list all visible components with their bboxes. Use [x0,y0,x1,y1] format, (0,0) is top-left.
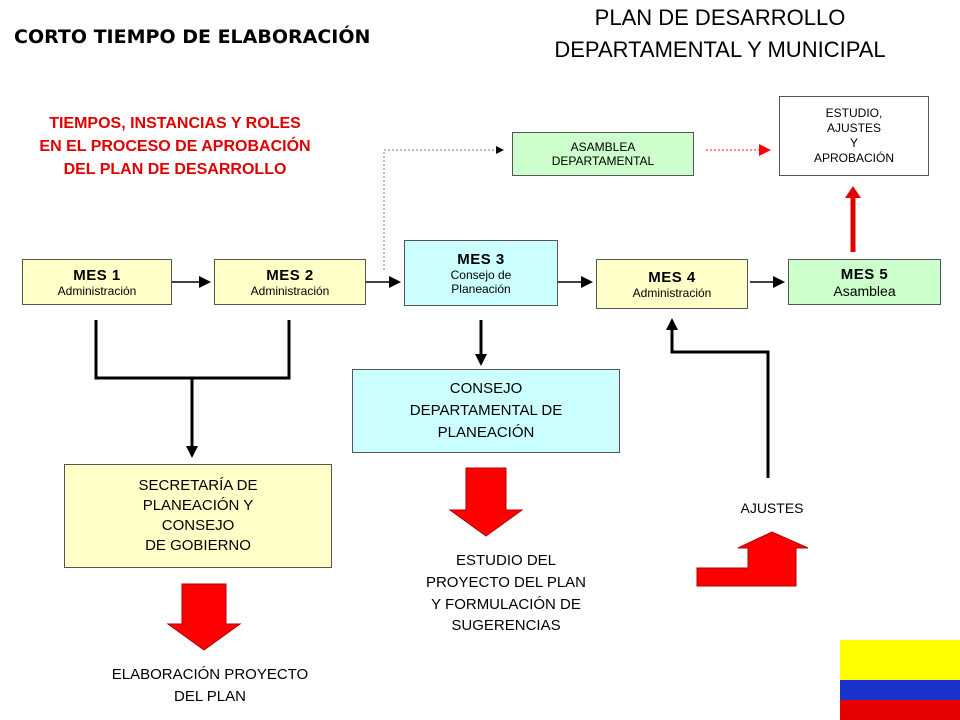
red-block-arrow-secretaria [166,583,242,651]
estudio-ajustes-box: ESTUDIO, AJUSTES Y APROBACIÓN [779,96,929,176]
secretaria-line3: CONSEJO [161,517,235,534]
consejo-line2: DEPARTAMENTAL DE [409,402,563,420]
consejo-line1: CONSEJO [449,380,523,398]
consejo-line3: PLANEACIÓN [437,423,535,441]
secretaria-line4: DE GOBIERNO [145,537,251,555]
estudio-proyecto-line3: Y FORMULACIÓN DE [431,595,581,613]
estudio-proyecto-line4: SUGERENCIAS [451,617,561,635]
left-title: CORTO TIEMPO DE ELABORACIÓN [14,26,371,48]
mes5-box: MES 5 Asamblea [788,259,941,305]
secretaria-box: SECRETARÍA DE PLANEACIÓN Y CONSEJO DE GO… [64,464,332,568]
right-title-line1: PLAN DE DESARROLLO [594,5,846,30]
dotted-link-asamblea [383,146,504,270]
flag-red-stripe [840,700,960,720]
asamblea-line2: DEPARTAMENTAL [551,154,655,168]
mes4-title: MES 4 [648,268,696,286]
secretaria-line2: PLANEACIÓN Y [142,496,254,514]
mes5-title: MES 5 [840,265,889,283]
mes2-sub: Administración [250,283,330,298]
subtitle-line3: DEL PLAN DE DESARROLLO [63,161,287,179]
bracket-down-arrowhead [186,446,198,458]
elaboracion-text: ELABORACIÓN PROYECTO DEL PLAN [80,664,340,708]
mes1-title: MES 1 [73,266,121,284]
estudio-proyecto-text: ESTUDIO DEL PROYECTO DEL PLAN Y FORMULAC… [376,550,636,637]
estudio-line1: ESTUDIO, [825,106,883,120]
ajustes-label: AJUSTES [740,500,804,516]
mes4-sub: Administración [632,285,712,300]
consejo-departamental-box: CONSEJO DEPARTAMENTAL DE PLANEACIÓN [352,369,620,453]
right-title-line2: DEPARTAMENTAL Y MUNICIPAL [554,37,886,62]
mes1-sub: Administración [57,283,137,298]
estudio-proyecto-line2: PROYECTO DEL PLAN [425,573,587,591]
flag-blue-stripe [840,680,960,700]
asamblea-departamental-box: ASAMBLEA DEPARTAMENTAL [512,132,694,176]
elaboracion-line2: DEL PLAN [174,687,246,705]
red-up-arrowhead [845,186,861,198]
mes3-title: MES 3 [457,250,505,268]
estudio-proyecto-line1: ESTUDIO DEL [455,552,557,569]
asamblea-line1: ASAMBLEA [570,140,636,154]
subtitle-line2: EN EL PROCESO DE APROBACIÓN [39,138,311,156]
process-subtitle: TIEMPOS, INSTANCIAS Y ROLES EN EL PROCES… [10,112,340,182]
bracket-mes1-mes2 [94,320,291,380]
ajustes-loop-arrowhead [666,318,678,330]
mes1-box: MES 1 Administración [22,259,172,305]
mes3-sub-line2: Planeación [451,281,511,296]
mes3-box: MES 3 Consejo de Planeación [404,240,558,306]
estudio-line4: APROBACIÓN [813,151,894,165]
ajustes-loop [670,328,770,478]
mes2-box: MES 2 Administración [214,259,366,305]
red-bent-arrow [696,531,809,587]
estudio-line2: AJUSTES [826,121,881,135]
mes3-sub-line1: Consejo de [450,267,512,282]
mes5-sub: Asamblea [833,282,896,299]
estudio-line3: Y [849,136,858,150]
flag-yellow-stripe [840,640,960,680]
red-block-arrow-consejo [448,467,524,537]
mes3-down-arrowhead [475,354,487,366]
mes2-title: MES 2 [266,266,314,284]
elaboracion-line1: ELABORACIÓN PROYECTO [111,666,309,683]
subtitle-line1: TIEMPOS, INSTANCIAS Y ROLES [49,115,301,132]
mes4-box: MES 4 Administración [596,259,748,309]
secretaria-line1: SECRETARÍA DE [138,476,258,494]
